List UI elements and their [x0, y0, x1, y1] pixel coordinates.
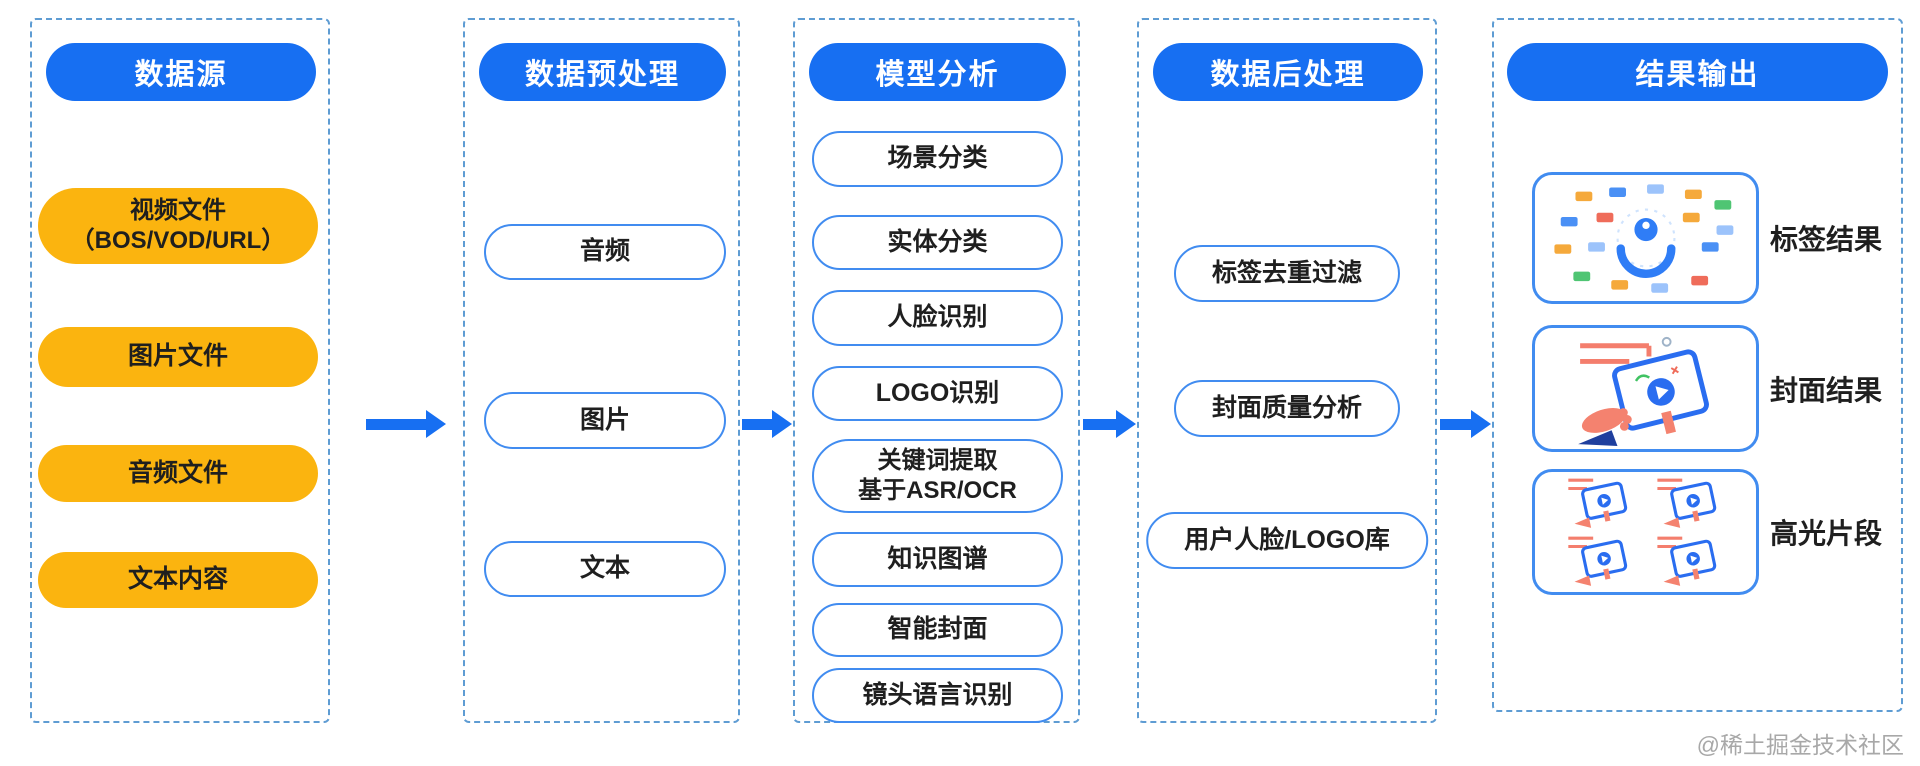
node-user-face-logo-library: 用户人脸/LOGO库 — [1146, 512, 1428, 569]
column-output: 结果输出 — [1492, 18, 1903, 712]
node-video-file: 视频文件 （BOS/VOD/URL） — [38, 188, 318, 264]
cover-result-illustration — [1577, 336, 1709, 446]
node-image-file: 图片文件 — [38, 327, 318, 387]
node-tag-dedup-filter: 标签去重过滤 — [1173, 245, 1401, 302]
node-shot-language-recognition: 镜头语言识别 — [812, 668, 1063, 723]
highlight-clips-illustration — [1566, 478, 1718, 588]
column-header-preprocessing: 数据预处理 — [479, 43, 726, 101]
node-keyword-extraction: 关键词提取 基于ASR/OCR — [812, 439, 1063, 513]
node-entity-classification: 实体分类 — [812, 215, 1063, 270]
node-audio-file: 音频文件 — [38, 445, 318, 502]
node-image: 图片 — [484, 392, 726, 449]
column-header-data-source: 数据源 — [46, 43, 316, 101]
label-tag-result: 标签结果 — [1770, 224, 1883, 255]
node-audio: 音频 — [484, 224, 726, 280]
column-header-postprocessing: 数据后处理 — [1153, 43, 1423, 101]
label-highlight-clips: 高光片段 — [1770, 518, 1883, 549]
column-postprocessing: 数据后处理 标签去重过滤 封面质量分析 用户人脸/LOGO库 — [1137, 18, 1437, 723]
flow-arrow-preprocessing-to-model — [742, 410, 792, 438]
node-knowledge-graph: 知识图谱 — [812, 532, 1063, 587]
node-face-recognition: 人脸识别 — [812, 290, 1063, 346]
flow-arrow-source-to-preprocessing — [366, 410, 446, 438]
label-cover-result: 封面结果 — [1770, 374, 1883, 406]
flow-arrow-postprocessing-to-output — [1440, 410, 1491, 438]
watermark: @稀土掘金技术社区 — [1696, 732, 1904, 758]
hand-icon — [1577, 407, 1632, 446]
column-header-output: 结果输出 — [1507, 43, 1888, 101]
node-text-content: 文本内容 — [38, 552, 318, 608]
node-text: 文本 — [484, 541, 726, 597]
column-data-source: 数据源 视频文件 （BOS/VOD/URL） 图片文件 音频文件 文本内容 — [30, 18, 330, 723]
card-cover-result — [1532, 325, 1759, 452]
card-highlight-clips — [1532, 469, 1759, 595]
tag-cloud-illustration — [1553, 184, 1733, 293]
column-header-model-analysis: 模型分析 — [809, 43, 1066, 101]
node-logo-recognition: LOGO识别 — [812, 366, 1063, 421]
node-cover-quality-analysis: 封面质量分析 — [1173, 380, 1401, 437]
column-model-analysis: 模型分析 场景分类 实体分类 人脸识别 LOGO识别 关键词提取 基于ASR/O… — [793, 18, 1080, 723]
node-scene-classification: 场景分类 — [812, 131, 1063, 187]
card-tag-result — [1532, 172, 1759, 304]
node-smart-cover: 智能封面 — [812, 603, 1063, 657]
flow-arrow-model-to-postprocessing — [1083, 410, 1136, 438]
column-preprocessing: 数据预处理 音频 图片 文本 — [463, 18, 740, 723]
